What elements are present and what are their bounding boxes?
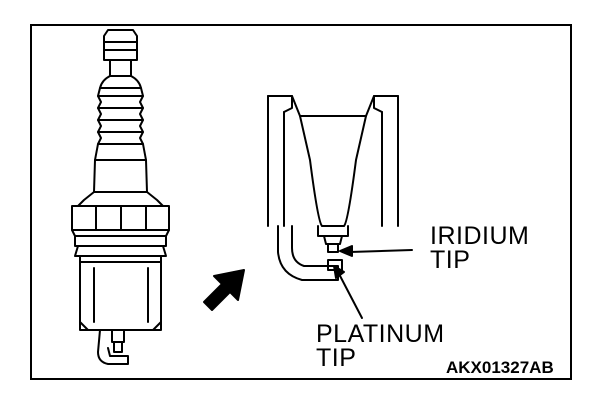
- iridium-leader: [349, 249, 413, 253]
- plug-electrode-tip: [97, 329, 129, 365]
- platinum-label-line2: TIP: [316, 344, 357, 372]
- terminal-stem: [109, 59, 132, 77]
- platinum-label-line1: PLATINUM: [316, 320, 445, 348]
- outer-shell: [267, 95, 399, 227]
- platinum-leader: [337, 271, 363, 319]
- enlarged-firing-end: [267, 95, 413, 319]
- figure-frame: [30, 24, 572, 380]
- shell-flare: [77, 191, 164, 207]
- figure-code: AKX01327AB: [446, 358, 554, 377]
- pointer-arrow: [203, 269, 245, 311]
- center-electrode: [317, 225, 349, 237]
- threaded-shell: [79, 255, 162, 331]
- spark-plug-illustration: [71, 29, 170, 365]
- iridium-tip-marker: [327, 243, 339, 253]
- insulator-body: [93, 143, 148, 193]
- insulator-nose: [291, 95, 375, 227]
- terminal-nut: [103, 29, 138, 61]
- iridium-label-line1: IRIDIUM: [430, 222, 530, 250]
- insulator-ribs: [97, 87, 144, 145]
- gasket: [71, 229, 170, 237]
- insulator-top: [99, 75, 142, 89]
- iridium-label-line2: TIP: [430, 246, 471, 274]
